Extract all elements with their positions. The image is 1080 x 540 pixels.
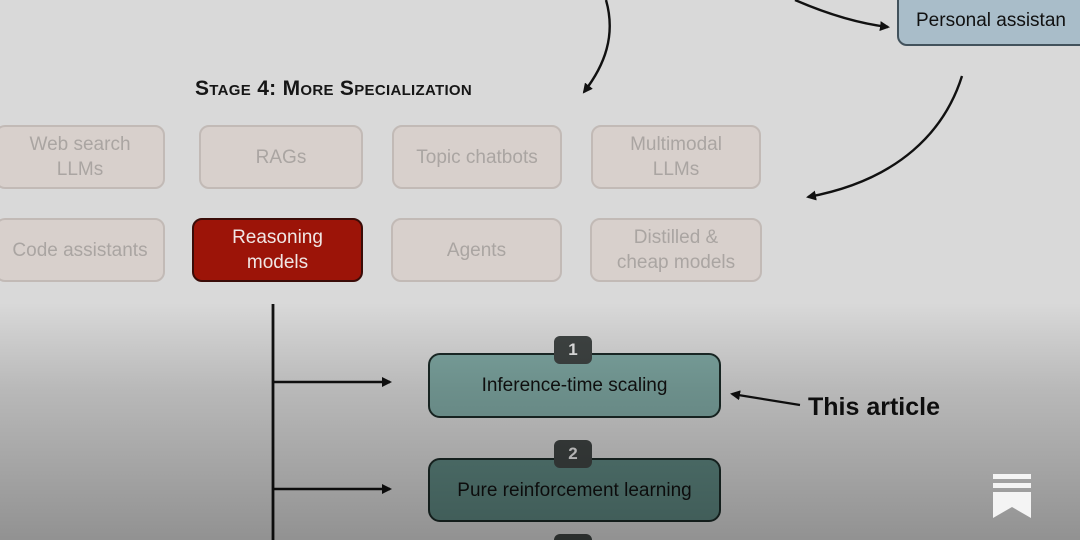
personal-assistant-label: Personal assistan (916, 10, 1066, 31)
arrow-into-personal-assistant (794, 0, 890, 31)
method-2-box: Pure reinforcement learning (428, 458, 721, 522)
bookmark-icon (993, 474, 1031, 518)
this-article-pointer (730, 390, 801, 407)
node-multimodal-llms: Multimodal LLMs (591, 125, 761, 189)
method-3-badge-partial (554, 534, 592, 540)
stage-title: Stage 4: More Specialization (195, 77, 473, 100)
node-reasoning-models: Reasoning models (192, 218, 363, 282)
this-article-label: This article (808, 393, 940, 421)
node-web-search-llms: Web search LLMs (0, 125, 165, 189)
node-rags: RAGs (199, 125, 363, 189)
method-2-badge: 2 (554, 440, 592, 468)
method-1-badge: 1 (554, 336, 592, 364)
personal-assistant-node: Personal assistan (897, 0, 1080, 46)
arrow-into-stage-4 (582, 0, 611, 94)
node-distilled-cheap-models: Distilled & cheap models (590, 218, 762, 282)
node-topic-chatbots: Topic chatbots (392, 125, 562, 189)
arrow-from-personal-assistant (806, 75, 964, 201)
node-code-assistants: Code assistants (0, 218, 165, 282)
node-agents: Agents (391, 218, 562, 282)
